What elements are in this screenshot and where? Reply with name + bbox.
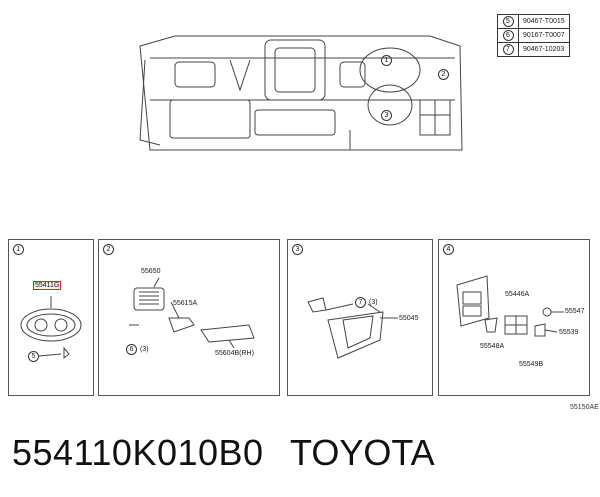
detail-panel-4: 4 55446A 55547 55539 55548A 55549B <box>438 239 590 396</box>
vent-and-panel-drawing <box>129 277 255 349</box>
legend-callout: 5 <box>502 16 514 27</box>
part-number: 554110K010B0 <box>12 432 264 473</box>
quantity-label: (3) <box>140 346 149 353</box>
part-label: 55650 <box>141 268 161 275</box>
legend-part: 90467-10203 <box>518 42 570 57</box>
overview-callout: 2 <box>438 69 449 80</box>
detail-panel-1: 1 55411G 5 <box>8 239 94 396</box>
detail-panel-3: 3 7 (3) 55045 <box>287 239 433 396</box>
fastener-callout: 6 <box>126 344 137 355</box>
panel-number: 1 <box>13 244 24 255</box>
panel-number: 4 <box>443 244 454 255</box>
lower-panel-drawing <box>307 297 398 359</box>
quantity-label: (3) <box>369 299 378 306</box>
overview-callout: 1 <box>381 55 392 66</box>
gauge-cluster-drawing <box>20 296 82 360</box>
part-label: 55539 <box>559 329 579 336</box>
part-label: 55549B <box>519 361 544 368</box>
legend-row: 7 90467-10203 <box>497 42 570 57</box>
part-label-highlight: 55411G <box>33 281 62 290</box>
part-label: 55604B(RH) <box>215 350 254 357</box>
part-label: 55548A <box>480 343 505 350</box>
switch-panel-drawing <box>456 275 564 337</box>
fastener-callout: 5 <box>28 351 39 362</box>
legend-callout: 7 <box>502 44 514 55</box>
part-label: 55045 <box>399 315 419 322</box>
fastener-callout: 7 <box>355 297 366 308</box>
dashboard-overview-drawing <box>139 35 463 151</box>
panel-number: 2 <box>103 244 114 255</box>
part-label: 55615A <box>173 300 198 307</box>
brand-name: TOYOTA <box>290 432 435 473</box>
drawing-ref-code: 55150AE <box>570 404 599 411</box>
part-label: 55446A <box>505 291 530 298</box>
legend-table: 5 90467-T0015 6 90167-T0007 7 90467-1020… <box>497 14 570 57</box>
detail-panel-2: 2 55650 55615A 55604B(RH) 6 (3) <box>98 239 280 396</box>
part-label: 55547 <box>565 308 585 315</box>
panel-number: 3 <box>292 244 303 255</box>
legend-callout: 6 <box>502 30 514 41</box>
overview-callout: 3 <box>381 110 392 121</box>
